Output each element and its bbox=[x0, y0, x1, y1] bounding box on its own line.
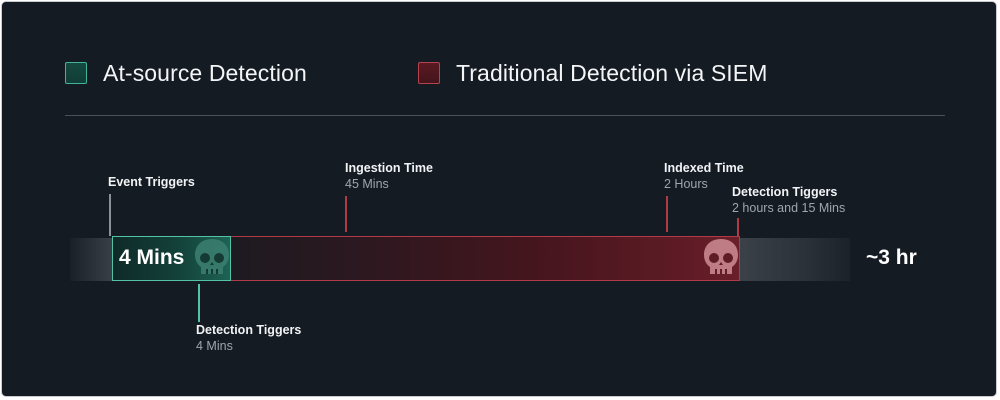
at-source-detection-label: Detection Tiggers 4 Mins bbox=[196, 322, 301, 354]
legend-item-siem: Traditional Detection via SIEM bbox=[418, 58, 768, 88]
event-triggers-tick bbox=[109, 194, 111, 236]
at-source-detection-title: Detection Tiggers bbox=[196, 323, 302, 337]
legend-label: Traditional Detection via SIEM bbox=[456, 59, 768, 86]
skull-icon bbox=[195, 239, 229, 274]
siem-detection-title: Detection Tiggers bbox=[732, 185, 838, 199]
ingestion-time-tick bbox=[345, 196, 347, 232]
at-source-detection-value: 4 Mins bbox=[196, 339, 233, 353]
siem-detection-tick bbox=[737, 218, 739, 236]
timeline-track-end bbox=[740, 238, 850, 281]
timeline-track-start bbox=[70, 238, 114, 281]
ingestion-time-title: Ingestion Time bbox=[345, 161, 433, 175]
legend-swatch-red bbox=[418, 62, 440, 84]
event-triggers-title: Event Triggers bbox=[108, 175, 195, 189]
siem-detection-label: Detection Tiggers 2 hours and 15 Mins bbox=[732, 184, 845, 216]
indexed-time-tick bbox=[666, 196, 668, 232]
divider bbox=[65, 115, 945, 116]
ingestion-time-value: 45 Mins bbox=[345, 177, 389, 191]
event-triggers-label: Event Triggers bbox=[108, 174, 195, 190]
siem-detection-bar bbox=[230, 236, 740, 281]
indexed-time-title: Indexed Time bbox=[664, 161, 744, 175]
timeline-panel: At-source Detection Traditional Detectio… bbox=[2, 2, 996, 396]
indexed-time-label: Indexed Time 2 Hours bbox=[664, 160, 744, 192]
indexed-time-value: 2 Hours bbox=[664, 177, 708, 191]
at-source-detection-tick bbox=[198, 284, 200, 322]
legend-swatch-green bbox=[65, 62, 87, 84]
legend-label: At-source Detection bbox=[103, 59, 307, 86]
ingestion-time-label: Ingestion Time 45 Mins bbox=[345, 160, 433, 192]
siem-detection-value: 2 hours and 15 Mins bbox=[732, 201, 846, 215]
legend-item-at-source: At-source Detection bbox=[65, 58, 307, 88]
total-duration: ~3 hr bbox=[866, 246, 917, 269]
at-source-duration: 4 Mins bbox=[119, 246, 185, 269]
skull-icon bbox=[704, 239, 738, 274]
